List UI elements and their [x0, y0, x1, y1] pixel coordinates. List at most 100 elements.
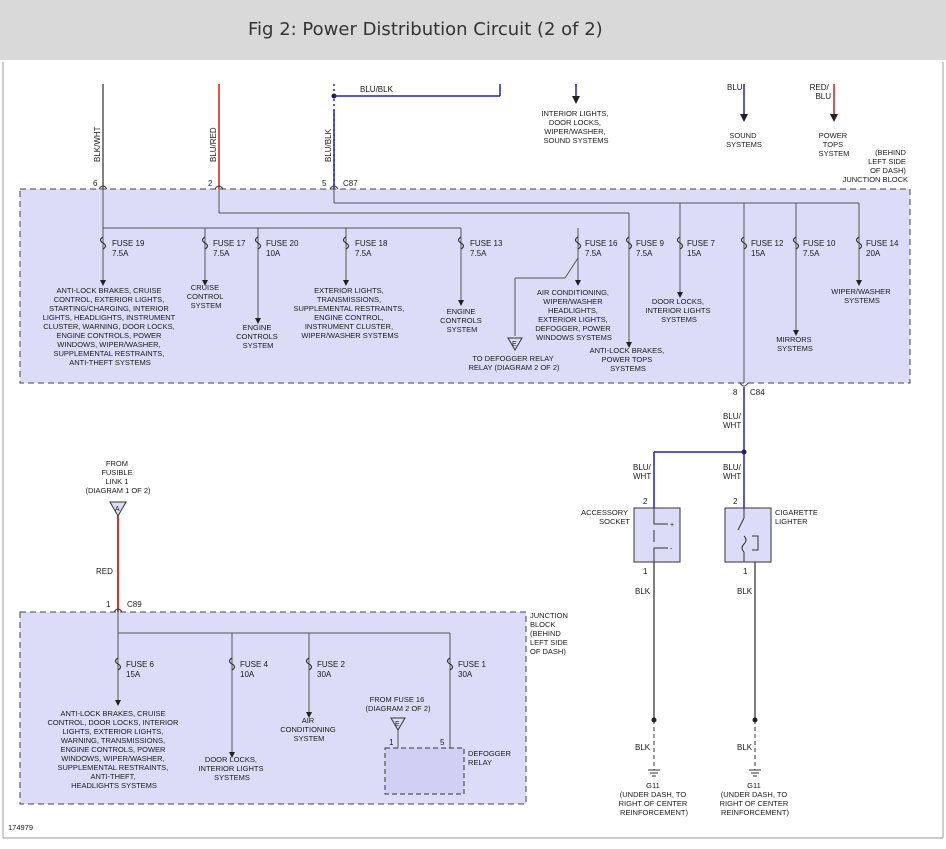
power-tops-output-line: SYSTEM [819, 149, 850, 158]
sound-output-line: SOUND [729, 131, 757, 140]
fuse-6-load-line: WARNING, TRANSMISSIONS, [61, 736, 165, 745]
power-tops-wire-line: RED/ [810, 83, 830, 92]
fuse-18-load-line: WIPER/WASHER SYSTEMS [301, 331, 398, 340]
c89-pin: 1 [106, 600, 111, 609]
upper-junction-block [19, 188, 911, 384]
fuse-7-name: FUSE 7 [687, 239, 716, 248]
lighter-ground-wire-label-2: BLK [737, 743, 753, 752]
lower-fuse-branches [117, 612, 451, 752]
fuse-7-load-line: SYSTEMS [661, 315, 697, 324]
fuse-19-load-line: SUPPLEMENTAL RESTRAINTS, [54, 349, 165, 358]
fuse-9-load-line: POWER TOPS [602, 355, 653, 364]
fuse-10-name: FUSE 10 [803, 239, 836, 248]
fuse-20-name: FUSE 20 [266, 239, 299, 248]
lower-block-caption-line: OF DASH) [530, 647, 566, 656]
fuse-13-load-line: CONTROLS [440, 316, 482, 325]
fuse-2-load-line: CONDITIONING [280, 725, 336, 734]
c84-wire-label: BLU/ WHT [723, 412, 743, 430]
fuse-16-load-line: EXTERIOR LIGHTS, [538, 315, 608, 324]
red-wire-label: RED [96, 567, 113, 576]
upper-fuse-branches [204, 203, 860, 383]
fuse-18-load-line: ENGINE CONTROL, [314, 313, 384, 322]
fuse-13-name: FUSE 13 [470, 239, 503, 248]
fuse-4-load-line: SYSTEMS [214, 773, 250, 782]
fuse-20-loads: ENGINE CONTROLS SYSTEM [236, 323, 280, 350]
accessory-label-line: ACCESSORY [581, 508, 628, 517]
relay-ref-line: FROM FUSE 16 [370, 695, 425, 704]
fuse-7-load-line: DOOR LOCKS, [652, 297, 704, 306]
fuse-17-load-line: CRUISE [191, 283, 219, 292]
defogger-ref-marker-triangle [507, 337, 523, 351]
fuse-14-name: FUSE 14 [866, 239, 899, 248]
fuse-2-name: FUSE 2 [317, 660, 346, 669]
accessory-ground-line: G11 [646, 781, 660, 790]
relay-pin-right: 5 [440, 738, 445, 747]
fuse-6-name: FUSE 6 [126, 660, 155, 669]
fuse-9-name: FUSE 9 [636, 239, 665, 248]
lighter-ground-line: REINFORCEMENT) [721, 808, 789, 817]
defogger-ref-line: TO DEFOGGER RELAY [472, 354, 553, 363]
fuse-6-load-line: ANTI-LOCK BRAKES, CRUISE [60, 709, 165, 718]
fuse-13-rating: 7.5A [470, 249, 487, 258]
fuse-4-name: FUSE 4 [240, 660, 269, 669]
lower-block-caption: JUNCTION BLOCK (BEHIND LEFT SIDE OF DASH… [530, 611, 570, 656]
defogger-ref-text: TO DEFOGGER RELAY RELAY (DIAGRAM 2 OF 2) [469, 354, 560, 372]
accessory-ground-dot [651, 717, 657, 723]
lighter-wire-label: BLU/ WHT [723, 463, 743, 481]
accessory-label-line: SOCKET [599, 517, 630, 526]
fuse-10-load-line: MIRRORS [776, 335, 811, 344]
fuse-6-load-line: LIGHTS, EXTERIOR LIGHTS, [63, 727, 164, 736]
lighter-wire-line: BLU/ [723, 463, 742, 472]
fuse-19-load-line: ANTI-THEFT SYSTEMS [69, 358, 151, 367]
fuse-7-loads: DOOR LOCKS, INTERIOR LIGHTS SYSTEMS [645, 297, 712, 324]
relay-ref-line: (DIAGRAM 2 OF 2) [365, 704, 431, 713]
lighter-pin-out: 1 [743, 567, 748, 576]
lighter-label-line: CIGARETTE [775, 508, 818, 517]
fuse-13-load-line: ENGINE [447, 307, 476, 316]
relay-pin-left: 1 [389, 738, 394, 747]
fuse-19-load-line: WINDOWS, WIPER/WASHER, [57, 340, 160, 349]
fusible-link-marker-triangle [109, 501, 127, 518]
accessory-ground-line: RIGHT OF CENTER [619, 799, 688, 808]
fuse-19-load-line: CLUSTER, WARNING, DOOR LOCKS, [43, 322, 174, 331]
c84-notch [739, 382, 749, 387]
fuse-20-load-line: SYSTEM [243, 341, 274, 350]
accessory-pin-out: 1 [643, 567, 648, 576]
fuse-9-loads: ANTI-LOCK BRAKES, POWER TOPS SYSTEMS [590, 346, 667, 373]
power-tops-wire-label: RED/ BLU [810, 83, 832, 101]
fuse-4-load-line: DOOR LOCKS, [205, 755, 257, 764]
fusible-link-line: (DIAGRAM 1 OF 2) [85, 486, 151, 495]
fuse-18-load-line: EXTERIOR LIGHTS, [314, 286, 384, 295]
fusible-link-line: FROM [106, 459, 128, 468]
fuse-17-rating: 7.5A [213, 249, 230, 258]
c84-wire-line: BLU/ [723, 412, 742, 421]
fuse-6-loads: ANTI-LOCK BRAKES, CRUISE CONTROL, DOOR L… [48, 709, 181, 790]
figure-title: Fig 2: Power Distribution Circuit (2 of … [248, 19, 603, 40]
sound-output-text: SOUND SYSTEMS [726, 131, 762, 149]
fuse-16-load-line: AIR CONDITIONING, [537, 288, 609, 297]
fuse-18-load-line: TRANSMISSIONS, [317, 295, 381, 304]
fuse-6-load-line: HEADLIGHTS SYSTEMS [71, 781, 157, 790]
fuse-16-loads: AIR CONDITIONING, WIPER/WASHER HEADLIGHT… [535, 288, 613, 342]
pin-6: 6 [93, 179, 98, 188]
fuse-2-rating: 30A [317, 670, 332, 679]
accessory-ground-line: REINFORCEMENT) [620, 808, 688, 817]
fuse-18-name: FUSE 18 [355, 239, 388, 248]
lighter-symbol [737, 508, 759, 562]
lower-fuse-arrows [115, 700, 312, 758]
fuse-2-load-line: SYSTEM [294, 734, 325, 743]
relay-ref-marker: E [395, 721, 400, 728]
accessory-wire-line: WHT [633, 472, 651, 481]
accessory-socket-symbol [653, 508, 668, 562]
defogger-ref-line: RELAY (DIAGRAM 2 OF 2) [469, 363, 560, 372]
fuse-6-load-line: ANTI-THEFT, [90, 772, 135, 781]
relay-ref-marker-triangle [390, 717, 406, 731]
fuse-19-load-line: LIGHTS, HEADLIGHTS, INSTRUMENT [43, 313, 176, 322]
fusible-link-text: FROM FUSIBLE LINK 1 (DIAGRAM 1 OF 2) [85, 459, 151, 495]
power-distribution-diagram: BLK/WHT BLU/RED BLU/BLK BLU/BLK 6 2 5 C8… [2, 62, 944, 839]
fuse-20-load-line: CONTROLS [236, 332, 278, 341]
fuse-20-rating: 10A [266, 249, 281, 258]
lighter-ground-symbol [749, 769, 761, 777]
relay-label-line: RELAY [468, 758, 492, 767]
fuse-19-load-line: ANTI-LOCK BRAKES, CRUISE [56, 286, 161, 295]
